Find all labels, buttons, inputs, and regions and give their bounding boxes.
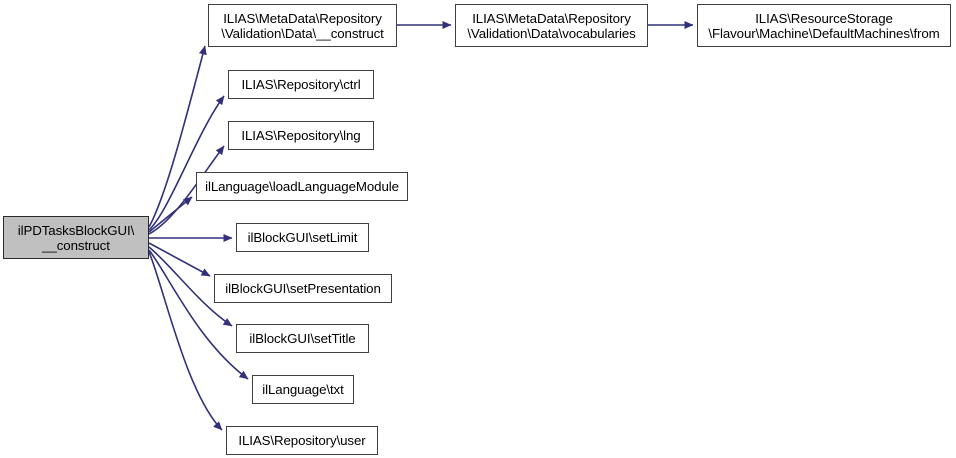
call-edge-root-to-repository_user	[148, 251, 223, 431]
graph-node-label: \Validation\Data\__construct	[221, 25, 384, 41]
graph-node-validation_data_vocabularies[interactable]: ILIAS\MetaData\Repository\Validation\Dat…	[455, 4, 648, 47]
graph-node-label: \Validation\Data\vocabularies	[467, 25, 636, 41]
call-edge-root-to-repository_ctrl	[148, 95, 225, 231]
graph-node-label: \Flavour\Machine\DefaultMachines\from	[708, 25, 940, 41]
graph-node-label: ilBlockGUI\setPresentation	[225, 281, 381, 296]
graph-node-load_language_module[interactable]: ilLanguage\loadLanguageModule	[196, 172, 408, 201]
graph-node-default_machines_from[interactable]: ILIAS\ResourceStorage\Flavour\Machine\De…	[697, 4, 951, 47]
graph-node-label: ilPDTasksBlockGUI\	[17, 222, 135, 238]
graph-node-set_limit[interactable]: ilBlockGUI\setLimit	[236, 223, 369, 252]
graph-node-label: __construct	[42, 237, 110, 253]
edges-layer	[148, 21, 694, 431]
graph-node-label: ILIAS\Repository\ctrl	[241, 77, 361, 92]
graph-node-set_title[interactable]: ilBlockGUI\setTitle	[236, 324, 369, 353]
graph-node-set_presentation[interactable]: ilBlockGUI\setPresentation	[214, 274, 392, 303]
graph-node-label: ILIAS\Repository\user	[238, 433, 366, 448]
graph-node-label: ILIAS\MetaData\Repository	[223, 10, 382, 26]
graph-node-label: ilLanguage\loadLanguageModule	[205, 179, 399, 194]
graph-node-label: ILIAS\Repository\lng	[241, 128, 361, 143]
graph-node-repository_ctrl[interactable]: ILIAS\Repository\ctrl	[228, 70, 374, 99]
graph-node-root[interactable]: ilPDTasksBlockGUI\__construct	[3, 216, 149, 259]
graph-node-repository_lng[interactable]: ILIAS\Repository\lng	[228, 121, 374, 150]
call-edge-root-to-validation_data_construct	[148, 45, 207, 228]
graph-node-language_txt[interactable]: ilLanguage\txt	[252, 375, 354, 404]
graph-node-validation_data_construct[interactable]: ILIAS\MetaData\Repository\Validation\Dat…	[208, 4, 397, 47]
graph-node-label: ILIAS\ResourceStorage	[755, 10, 893, 26]
graph-node-label: ilLanguage\txt	[262, 382, 344, 397]
graph-node-repository_user[interactable]: ILIAS\Repository\user	[226, 426, 378, 455]
graph-node-label: ilBlockGUI\setTitle	[249, 331, 356, 346]
call-edge-root-to-set_presentation	[148, 242, 211, 277]
graph-node-label: ILIAS\MetaData\Repository	[472, 10, 631, 26]
call-edge-root-to-set_title	[148, 246, 233, 327]
graph-node-label: ilBlockGUI\setLimit	[247, 230, 358, 245]
call-edge-root-to-load_language_module	[148, 196, 193, 233]
call-edge-root-to-language_txt	[148, 249, 249, 380]
